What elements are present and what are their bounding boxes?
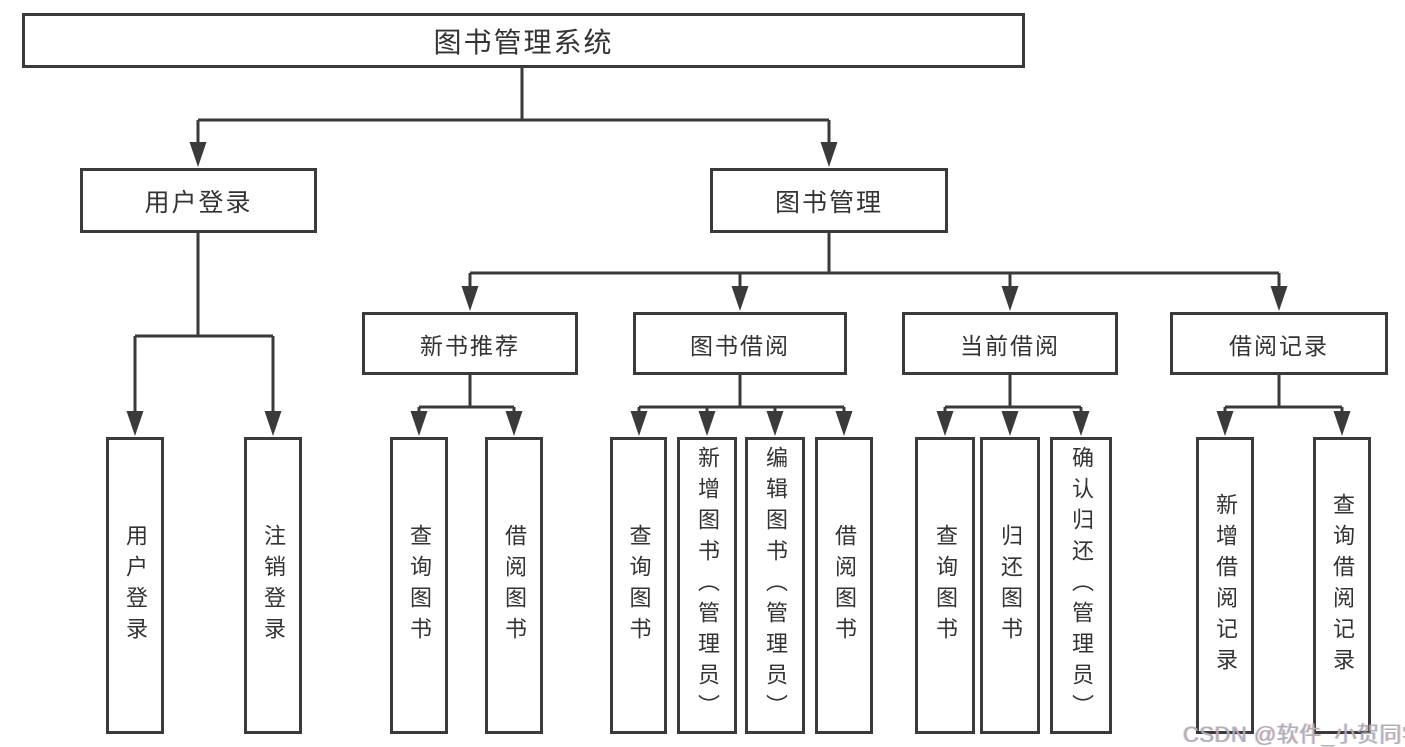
leaf-query-books-recommend: 查询图书 bbox=[390, 437, 448, 734]
node-book-management: 图书管理 bbox=[710, 168, 948, 233]
leaf-edit-books-admin: 编辑图书（管理员） bbox=[745, 437, 805, 734]
leaf-logout: 注销登录 bbox=[244, 437, 302, 734]
leaf-add-borrow-record: 新增借阅记录 bbox=[1196, 437, 1254, 734]
node-user-login: 用户登录 bbox=[80, 168, 317, 233]
leaf-query-books-current: 查询图书 bbox=[915, 437, 975, 734]
csdn-watermark: CSDN @软件_小贺同学 bbox=[1183, 722, 1405, 747]
leaf-add-books-admin: 新增图书（管理员） bbox=[677, 437, 737, 734]
node-current-borrowing: 当前借阅 bbox=[902, 312, 1118, 375]
node-new-book-recommendation: 新书推荐 bbox=[362, 312, 578, 375]
leaf-borrow-books-recommend: 借阅图书 bbox=[485, 437, 543, 734]
node-borrowing-records: 借阅记录 bbox=[1170, 312, 1388, 375]
arrowheads bbox=[126, 142, 1351, 436]
leaf-return-books: 归还图书 bbox=[980, 437, 1040, 734]
leaf-query-borrow-record: 查询借阅记录 bbox=[1313, 437, 1371, 734]
node-library-management-system: 图书管理系统 bbox=[22, 13, 1025, 68]
leaf-borrow-books: 借阅图书 bbox=[815, 437, 873, 734]
leaf-query-books-borrow: 查询图书 bbox=[610, 437, 667, 734]
node-book-borrowing: 图书借阅 bbox=[633, 312, 847, 375]
connector-path bbox=[133, 68, 1344, 414]
leaf-user-login: 用户登录 bbox=[106, 437, 164, 734]
leaf-confirm-return-admin: 确认归还（管理员） bbox=[1050, 437, 1112, 734]
